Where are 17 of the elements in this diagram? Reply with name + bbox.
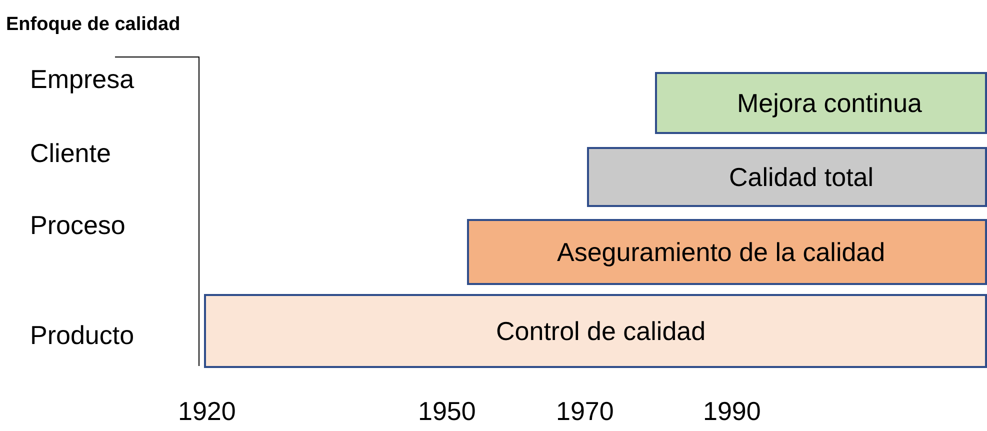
- timeline-bar: [467, 219, 987, 285]
- axis-category-label: Producto: [30, 320, 134, 351]
- year-label: 1990: [703, 396, 761, 427]
- bar-label: Aseguramiento de la calidad: [557, 236, 886, 268]
- axis-category-label: Cliente: [30, 138, 111, 169]
- axis-category-label: Empresa: [30, 64, 134, 95]
- axis-category-label: Proceso: [30, 210, 126, 241]
- timeline-bar: [587, 147, 987, 207]
- chart-title: Enfoque de calidad: [6, 14, 180, 36]
- timeline-bar: [655, 72, 987, 134]
- bar-label: Control de calidad: [496, 316, 706, 346]
- year-label: 1950: [418, 396, 476, 427]
- year-label: 1920: [178, 396, 236, 427]
- year-label: 1970: [556, 396, 614, 427]
- bar-label: Mejora continua: [737, 88, 922, 118]
- bar-label: Calidad total: [729, 162, 874, 192]
- timeline-bar: [204, 294, 987, 368]
